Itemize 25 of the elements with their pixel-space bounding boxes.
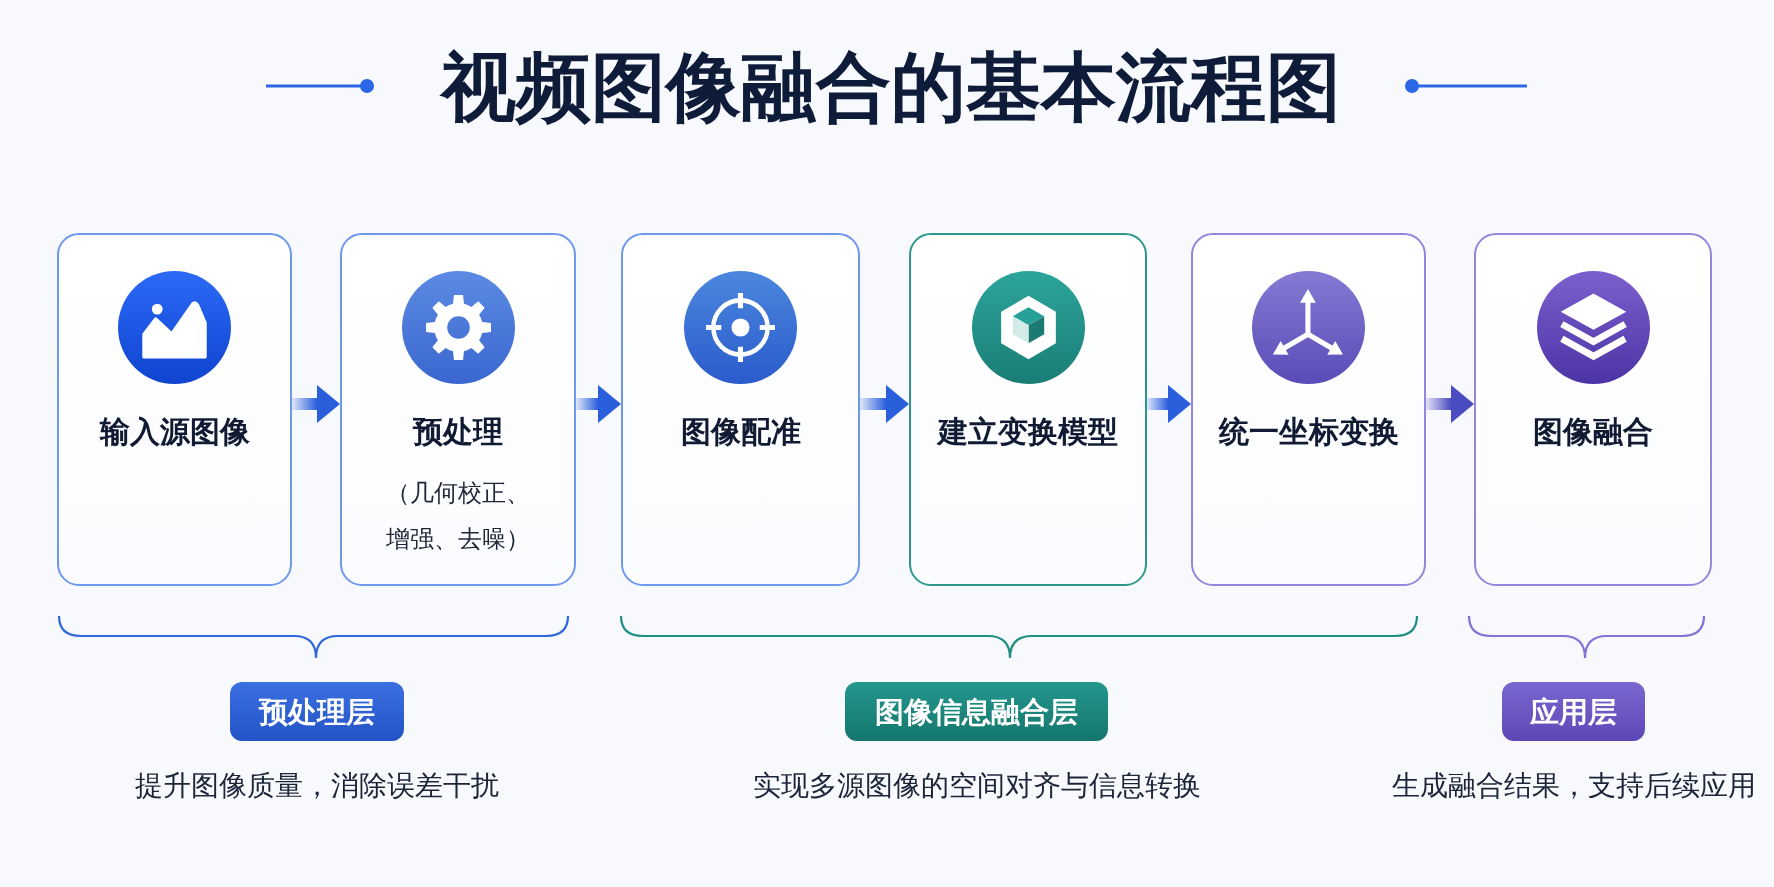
arrow (292, 385, 340, 423)
step-title: 建立变换模型 (938, 413, 1118, 451)
layer-description: 提升图像质量，消除误差干扰 (135, 768, 499, 804)
step-title: 图像配准 (680, 413, 801, 451)
step-title: 统一坐标变换 (1218, 413, 1399, 451)
step-card (909, 233, 1147, 586)
arrow (1147, 385, 1191, 423)
arrow (576, 385, 621, 423)
layer-tag: 预处理层 (230, 682, 404, 741)
step-card (57, 233, 292, 586)
title: 视频图像融合的基本流程图 (441, 42, 1341, 132)
step-card (340, 233, 576, 586)
arrow (860, 385, 909, 423)
layer-tag: 应用层 (1502, 682, 1645, 741)
step-title: 输入源图像 (99, 413, 250, 451)
layer-tag: 图像信息融合层 (845, 682, 1108, 741)
step-card (1191, 233, 1426, 586)
step-title: 预处理 (413, 413, 503, 451)
step-card (621, 233, 860, 586)
arrow (1426, 385, 1474, 423)
layer-description: 实现多源图像的空间对齐与信息转换 (752, 768, 1201, 804)
step-title: 图像融合 (1533, 413, 1653, 451)
layer-description: 生成融合结果，支持后续应用 (1391, 768, 1756, 804)
step-note: （几何校正、增强、去噪） (385, 478, 531, 555)
step-card (1474, 233, 1712, 586)
